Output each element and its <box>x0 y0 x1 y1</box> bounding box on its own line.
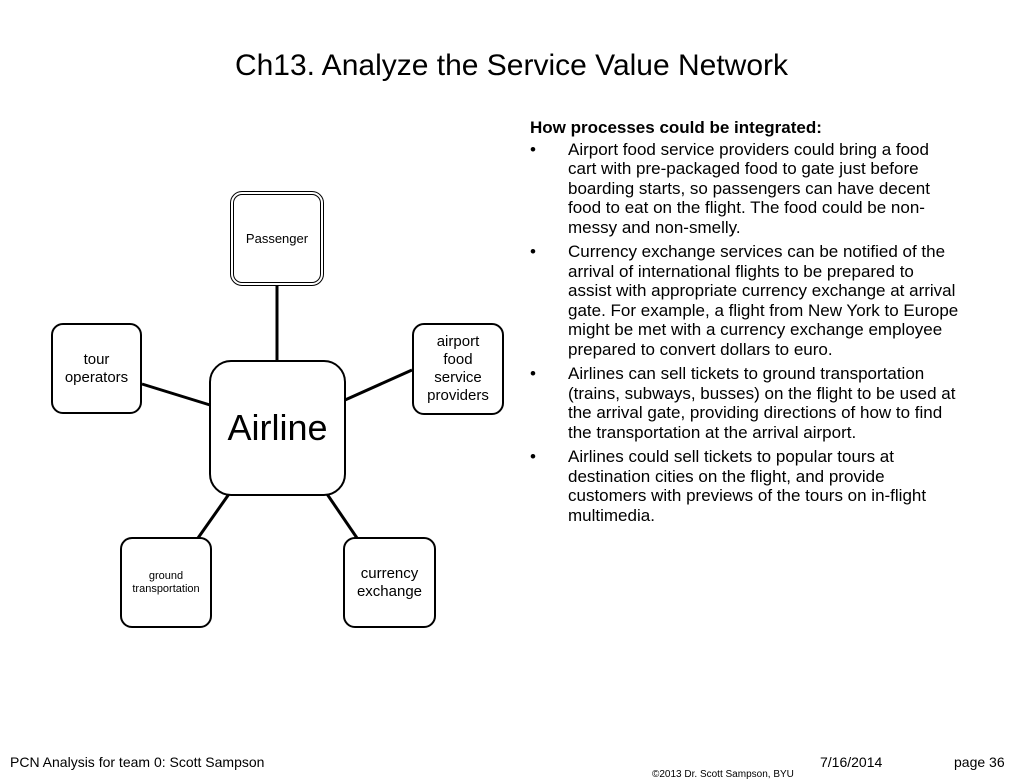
footer-page-number: page 36 <box>954 754 1005 770</box>
slide-title: Ch13. Analyze the Service Value Network <box>234 49 789 82</box>
bullet-icon: • <box>530 447 536 466</box>
bullet-icon: • <box>530 139 536 159</box>
footer-copyright: ©2013 Dr. Scott Sampson, BYU <box>652 769 794 780</box>
link-currency-exchange <box>325 493 359 539</box>
node-ground-transportation-label: ground transportation <box>132 569 200 595</box>
node-airport-food-service-label: airport food service providers <box>427 333 489 404</box>
node-airport-food-service: airport food service providers <box>412 323 504 415</box>
list-item: • Currency exchange services can be notif… <box>530 242 960 359</box>
node-ground-transportation: ground transportation <box>120 537 212 628</box>
link-airport-food <box>344 368 413 402</box>
list-item-text: Currency exchange services can be notifi… <box>568 242 959 359</box>
list-item: • Airlines can sell tickets to ground tra… <box>530 364 960 442</box>
notes-heading: How processes could be integrated: <box>530 118 822 137</box>
list-item-text: Airport food service providers could bri… <box>568 139 930 237</box>
node-airline-label: Airline <box>227 407 328 448</box>
list-item-text: Airlines could sell tickets to popular t… <box>568 447 927 525</box>
node-tour-operators-label: tour operators <box>64 350 129 386</box>
bullet-icon: • <box>530 242 536 261</box>
node-passenger: Passenger <box>230 191 324 286</box>
footer-date: 7/16/2014 <box>820 754 883 770</box>
footer-team: PCN Analysis for team 0: Scott Sampson <box>10 754 265 770</box>
node-currency-exchange-label: currency exchange <box>356 564 423 600</box>
node-airline: Airline <box>209 360 346 496</box>
list-item: • Airport food service providers could br… <box>530 140 960 238</box>
link-ground-transportation <box>196 493 231 539</box>
node-currency-exchange: currency exchange <box>343 537 436 628</box>
notes-list: • Airport food service providers could br… <box>530 140 960 526</box>
node-tour-operators: tour operators <box>51 323 142 414</box>
bullet-icon: • <box>530 364 536 383</box>
link-tour-operators <box>141 382 211 407</box>
integration-notes: How processes could be integrated: • Airp… <box>530 118 960 530</box>
list-item-text: Airlines can sell tickets to ground tran… <box>568 364 956 442</box>
node-passenger-label: Passenger <box>245 230 309 246</box>
list-item: • Airlines could sell tickets to popular … <box>530 447 960 525</box>
